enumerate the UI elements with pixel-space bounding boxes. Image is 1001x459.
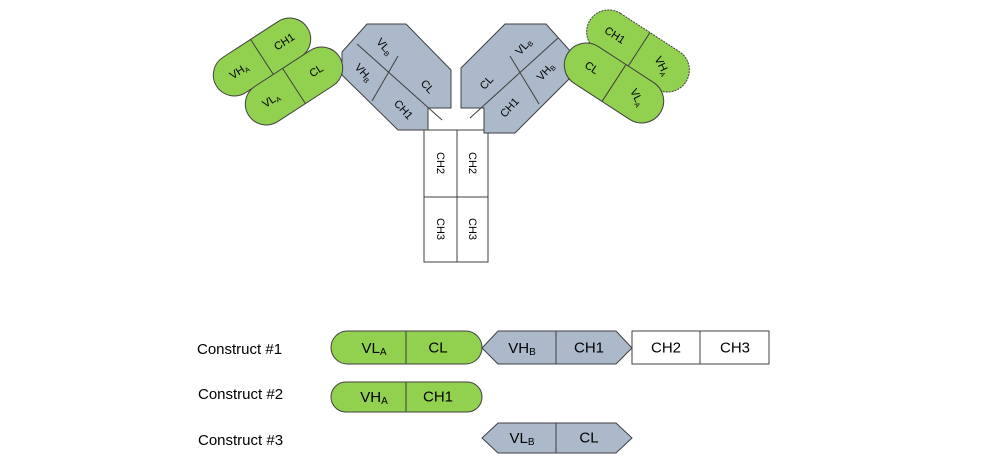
svg-text:VHB: VHB	[508, 340, 536, 358]
right-fab-a-light-divider	[601, 64, 627, 102]
construct-3: Construct #3 VLB CL	[198, 422, 633, 454]
construct-1-label: Construct #1	[197, 341, 282, 358]
right-fab-b-outline	[460, 23, 572, 134]
left-fab-a: VHA CH1 VLA CL	[212, 17, 344, 126]
construct-2-ch1-label: CH1	[423, 389, 453, 406]
construct-1-vh-label: VH	[508, 340, 529, 357]
right-fab-a-vh-subscript: A	[658, 71, 667, 79]
left-fab-a-heavy-divider	[250, 39, 274, 75]
fc-left-ch3-domain	[423, 196, 458, 263]
right-fab-b-divider-vertical	[509, 55, 540, 105]
construct-1-ch2-domain	[631, 330, 701, 365]
left-fab-b: VLB VHB CL CH1	[341, 23, 452, 131]
fc-left-ch2-domain	[423, 129, 458, 198]
construct-3-vl-label: VL	[509, 430, 527, 447]
left-fab-b-vl-subscript: B	[382, 50, 391, 58]
construct-2-label: Construct #2	[198, 386, 283, 403]
construct-1-ch3-domain	[699, 330, 770, 365]
right-fab-a-vl-label: VL	[627, 87, 644, 104]
construct-1-vl-label: VL	[361, 340, 379, 357]
right-fab-b-vl-subscript: B	[527, 40, 536, 48]
left-fab-a-light-divider	[282, 68, 306, 104]
fc-right-ch2-domain	[456, 129, 489, 198]
right-fab-a-heavy-divider	[625, 32, 651, 70]
left-fab-b-outline	[341, 23, 452, 131]
construct-1-ch2-label: CH2	[651, 340, 681, 357]
construct-1-ch1-label: CH1	[574, 340, 604, 357]
right-fab-a-vl-subscript: A	[633, 101, 642, 109]
construct-1-cl-label: CL	[428, 340, 447, 357]
construct-1-vh-subscript: B	[529, 347, 536, 358]
left-fab-b-divider-horizontal	[356, 43, 443, 121]
construct-1-vl-subscript: A	[380, 347, 387, 358]
construct-2-vh-subscript: A	[381, 396, 388, 407]
fc-right-ch3-label: CH3	[466, 218, 478, 240]
right-fab-a: CH1 VHA CL VLA	[563, 9, 690, 124]
fc-right-ch2-label: CH2	[466, 152, 478, 174]
svg-text:VLA: VLA	[361, 340, 386, 358]
svg-text:VLB: VLB	[509, 430, 534, 448]
svg-text:VHA: VHA	[360, 389, 388, 407]
left-fab-b-divider-vertical	[371, 55, 399, 102]
construct-3-cl-label: CL	[579, 430, 598, 447]
construct-3-vl-cl-hex	[481, 422, 633, 454]
construct-2: Construct #2 VHA CH1	[198, 381, 483, 413]
fc-region: CH2 CH2 CH3 CH3	[423, 129, 489, 263]
fc-right-ch3-domain	[456, 196, 489, 263]
left-fab-a-vl-subscript: A	[275, 95, 283, 104]
svg-text:VLA: VLA	[627, 87, 647, 109]
construct-3-label: Construct #3	[198, 432, 283, 449]
right-fab-b: VLB VHB CL CH1	[460, 23, 572, 134]
fc-left-ch3-label: CH3	[434, 218, 446, 240]
construct-1-ch3-label: CH3	[720, 340, 750, 357]
left-fab-a-vh-subscript: A	[244, 66, 252, 75]
construct-2-vh-label: VH	[360, 389, 381, 406]
construct-1-vh-ch1-hex	[481, 330, 633, 365]
construct-3-vl-subscript: B	[528, 437, 535, 448]
left-fab-b-vh-subscript: B	[362, 77, 371, 85]
right-fab-b-vh-subscript: B	[549, 64, 558, 72]
fc-left-ch2-label: CH2	[434, 152, 446, 174]
right-fab-b-divider-horizontal	[469, 37, 559, 119]
construct-1: Construct #1 VLA CL VHB CH1 CH2 CH3	[197, 330, 770, 365]
